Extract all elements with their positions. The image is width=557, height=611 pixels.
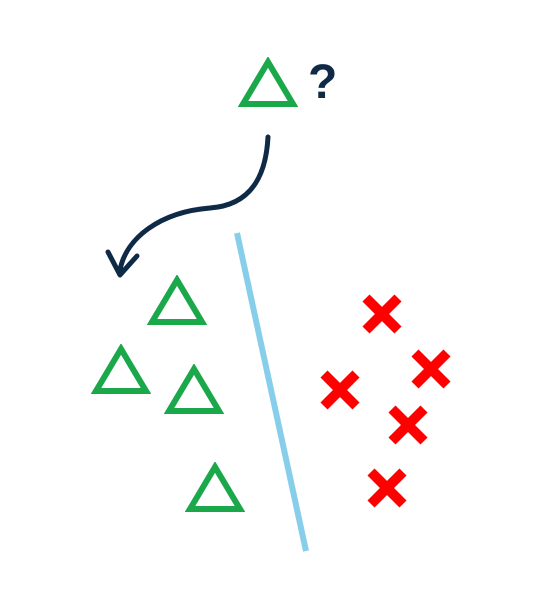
cross-class-group bbox=[324, 298, 447, 504]
triangle-icon bbox=[190, 467, 240, 509]
curved-arrow-icon bbox=[105, 134, 271, 278]
cross-icon bbox=[392, 409, 424, 441]
decision-boundary-line bbox=[234, 232, 309, 552]
query-triangle-icon bbox=[243, 62, 293, 104]
cross-icon bbox=[415, 353, 447, 385]
cross-icon bbox=[371, 472, 403, 504]
triangle-class-group bbox=[96, 280, 240, 509]
triangle-icon bbox=[96, 349, 146, 391]
cross-icon bbox=[324, 374, 356, 406]
triangle-icon bbox=[152, 280, 202, 322]
triangle-icon bbox=[169, 369, 219, 411]
query-question-mark: ? bbox=[308, 56, 337, 109]
cross-icon bbox=[366, 298, 398, 330]
